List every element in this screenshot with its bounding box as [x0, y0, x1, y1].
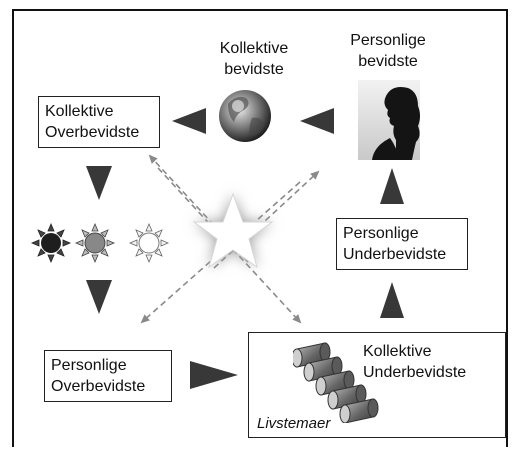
node-caption-livstemaer: Livstemaer — [257, 415, 331, 432]
node-kollektive-overbevidste: Kollektive Overbevidste — [38, 96, 160, 148]
label-line: Personlige — [350, 32, 426, 49]
node-line: Underbevidste — [363, 364, 467, 381]
node-line: Personlige — [343, 225, 419, 242]
arrow-right-to-kollektive-underbevidste — [190, 361, 238, 389]
sun-mid-icon — [74, 222, 116, 264]
diagram-frame — [12, 9, 508, 447]
node-personlige-overbevidste: Personlige Overbevidste — [44, 350, 172, 402]
arrow-down-to-suns — [86, 166, 112, 200]
arrow-up-to-personlige-underbevidste — [380, 282, 404, 318]
arrow-up-to-personlige-bevidste — [380, 168, 404, 204]
sun-dark-icon — [30, 222, 72, 264]
cylinder-stack-icon — [293, 342, 379, 423]
node-line: Personlige — [51, 357, 127, 374]
flow-arrows — [86, 108, 404, 389]
node-title: Kollektive Underbevidste — [363, 341, 466, 383]
person-silhouette-icon — [358, 80, 420, 160]
node-line: Overbevidste — [51, 378, 146, 395]
label-kollektive-bevidste: Kollektive bevidste — [206, 38, 302, 80]
node-kollektive-underbevidste: Kollektive Underbevidste Livstemaer — [248, 332, 506, 438]
earth-icon — [219, 90, 271, 142]
label-line: bevidste — [224, 61, 284, 78]
node-personlige-underbevidste: Personlige Underbevidste — [336, 218, 468, 270]
node-line: Underbevidste — [343, 246, 447, 263]
dashed-arrow-up-right — [213, 170, 320, 269]
arrow-left-to-kollektive-overbevidste — [172, 108, 206, 134]
label-personlige-bevidste: Personlige bevidste — [340, 30, 436, 72]
node-line: Kollektive — [363, 343, 432, 360]
node-line: Overbevidste — [45, 124, 140, 141]
arrow-left-to-earth — [300, 108, 334, 134]
sun-light-icon — [128, 222, 170, 264]
node-line: Kollektive — [45, 103, 114, 120]
label-line: Kollektive — [219, 40, 289, 57]
label-line: bevidste — [358, 53, 418, 70]
arrow-down-to-personlige-overbevidste — [86, 280, 112, 314]
star-icon — [192, 192, 274, 269]
